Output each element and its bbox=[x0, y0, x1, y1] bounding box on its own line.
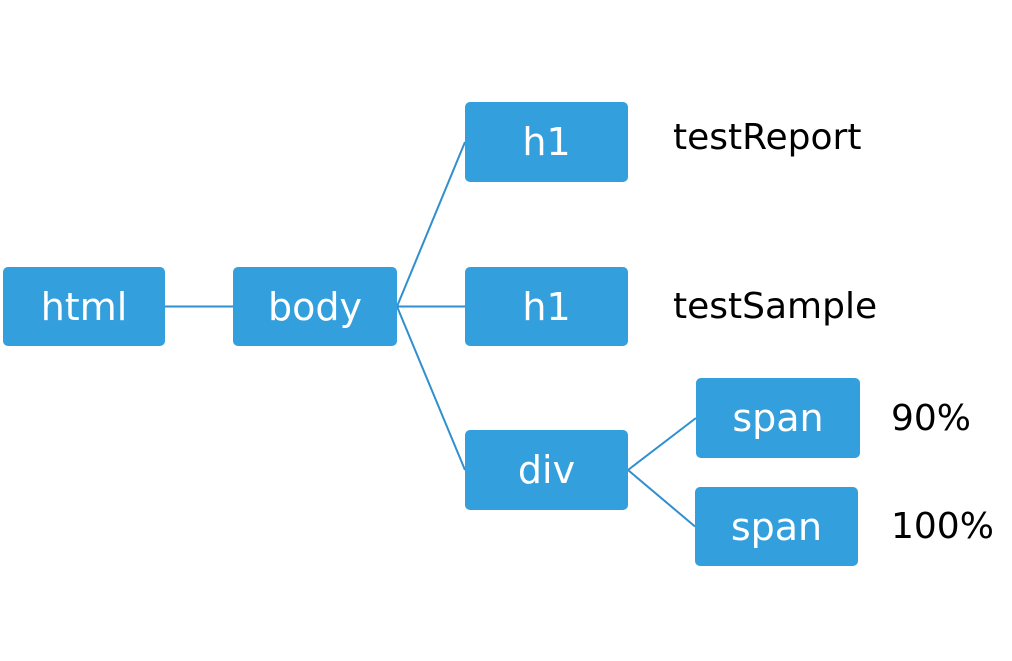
node-h1-second: h1 bbox=[465, 267, 628, 346]
node-body: body bbox=[233, 267, 397, 346]
node-div-label: div bbox=[517, 448, 576, 492]
node-h1-first-label: h1 bbox=[522, 120, 571, 164]
node-span-first: span bbox=[696, 378, 860, 458]
connector-body-div bbox=[396, 306, 466, 471]
h1-second-content-text: testSample bbox=[673, 286, 878, 327]
connector-div-span2 bbox=[627, 469, 696, 528]
node-html: html bbox=[3, 267, 165, 346]
node-html-label: html bbox=[40, 284, 128, 329]
span-second-content-text: 100% bbox=[891, 506, 994, 547]
node-span-second: span bbox=[695, 487, 858, 566]
connector-body-h1a bbox=[396, 141, 466, 307]
node-div: div bbox=[465, 430, 628, 510]
node-h1-first: h1 bbox=[465, 102, 628, 182]
node-span-first-label: span bbox=[732, 396, 824, 440]
node-span-second-label: span bbox=[730, 504, 823, 549]
h1-first-content-text: testReport bbox=[673, 117, 862, 158]
node-body-label: body bbox=[268, 284, 362, 329]
connector-div-span1 bbox=[627, 417, 697, 471]
span-first-content-text: 90% bbox=[891, 398, 972, 439]
node-h1-second-label: h1 bbox=[522, 284, 571, 329]
